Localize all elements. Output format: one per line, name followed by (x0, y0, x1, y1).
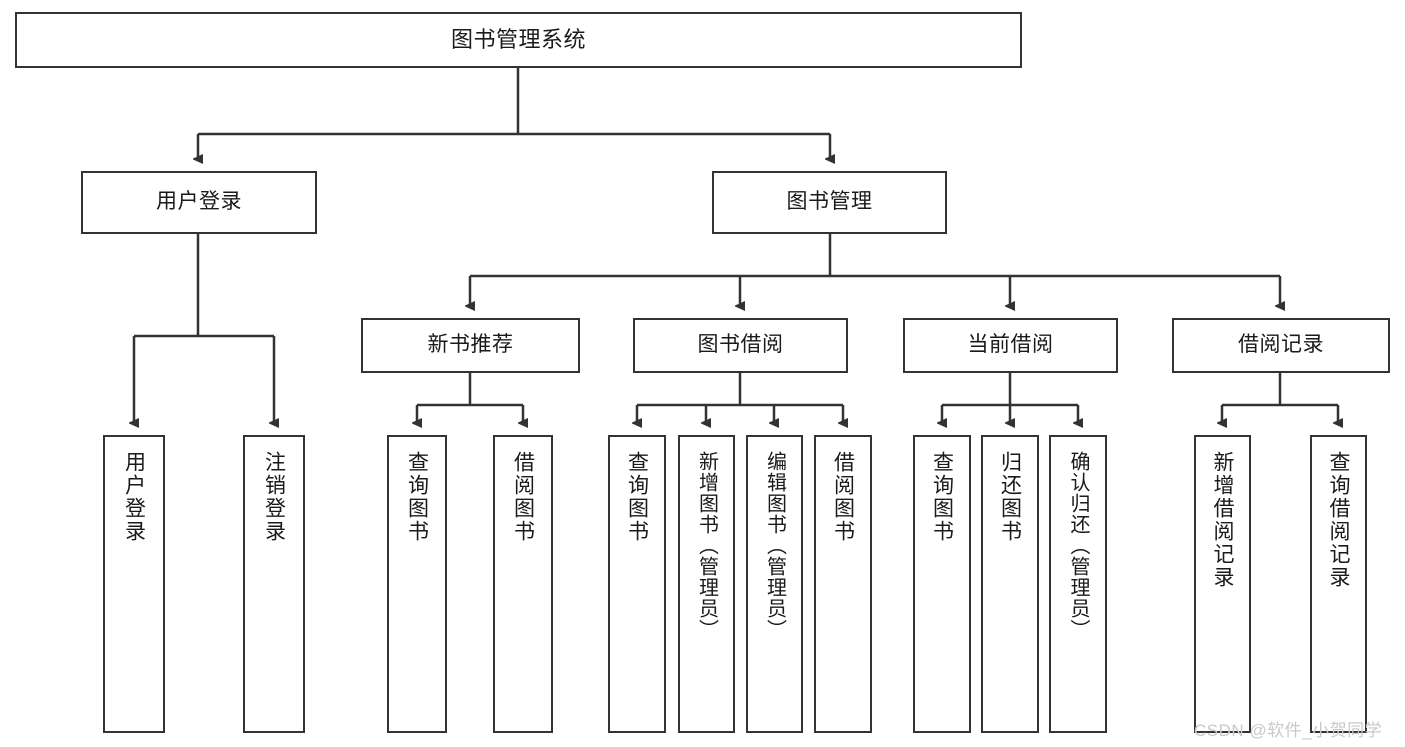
node-label: 注销登录 (262, 451, 286, 543)
node-label: 新书推荐 (427, 333, 514, 357)
csdn-watermark: CSDN @软件_小贺同学 (1194, 721, 1383, 740)
leaf-new-book-borrow[interactable]: 借阅图书 (493, 435, 553, 733)
node-label: 查询图书 (930, 451, 954, 543)
node-root-system[interactable]: 图书管理系统 (15, 12, 1022, 68)
node-label: 图书管理系统 (450, 27, 586, 53)
node-label: 用户登录 (156, 190, 242, 214)
leaf-book-borrow-query[interactable]: 查询图书 (608, 435, 666, 733)
node-book-management[interactable]: 图书管理 (712, 171, 947, 234)
leaf-current-borrow-return[interactable]: 归还图书 (981, 435, 1039, 733)
node-label: 确认归还（管理员） (1067, 451, 1089, 640)
leaf-book-borrow-borrow[interactable]: 借阅图书 (814, 435, 872, 733)
node-label: 查询借阅记录 (1327, 451, 1351, 589)
node-label: 查询图书 (625, 451, 649, 543)
node-label: 用户登录 (122, 451, 146, 543)
node-book-borrow[interactable]: 图书借阅 (633, 318, 848, 373)
node-label: 借阅图书 (511, 451, 535, 543)
leaf-borrow-record-add[interactable]: 新增借阅记录 (1194, 435, 1251, 733)
leaf-book-borrow-edit[interactable]: 编辑图书（管理员） (746, 435, 803, 733)
node-label: 借阅记录 (1238, 333, 1324, 357)
node-label: 图书管理 (786, 190, 873, 214)
node-label: 新增借阅记录 (1211, 451, 1235, 589)
leaf-user-login-logout[interactable]: 注销登录 (243, 435, 305, 733)
leaf-current-borrow-confirm-return[interactable]: 确认归还（管理员） (1049, 435, 1107, 733)
node-label: 查询图书 (405, 451, 429, 543)
leaf-borrow-record-query[interactable]: 查询借阅记录 (1310, 435, 1367, 733)
leaf-user-login-login[interactable]: 用户登录 (103, 435, 165, 733)
node-borrow-record[interactable]: 借阅记录 (1172, 318, 1390, 373)
node-label: 归还图书 (998, 451, 1022, 543)
node-label: 当前借阅 (967, 333, 1054, 357)
leaf-new-book-query[interactable]: 查询图书 (387, 435, 447, 733)
leaf-current-borrow-query[interactable]: 查询图书 (913, 435, 971, 733)
node-label: 图书借阅 (697, 333, 784, 357)
node-current-borrow[interactable]: 当前借阅 (903, 318, 1118, 373)
node-user-login[interactable]: 用户登录 (81, 171, 317, 234)
node-label: 新增图书（管理员） (695, 451, 718, 640)
node-label: 编辑图书（管理员） (763, 451, 786, 640)
node-label: 借阅图书 (831, 451, 855, 543)
node-new-book-recommend[interactable]: 新书推荐 (361, 318, 580, 373)
leaf-book-borrow-add[interactable]: 新增图书（管理员） (678, 435, 735, 733)
